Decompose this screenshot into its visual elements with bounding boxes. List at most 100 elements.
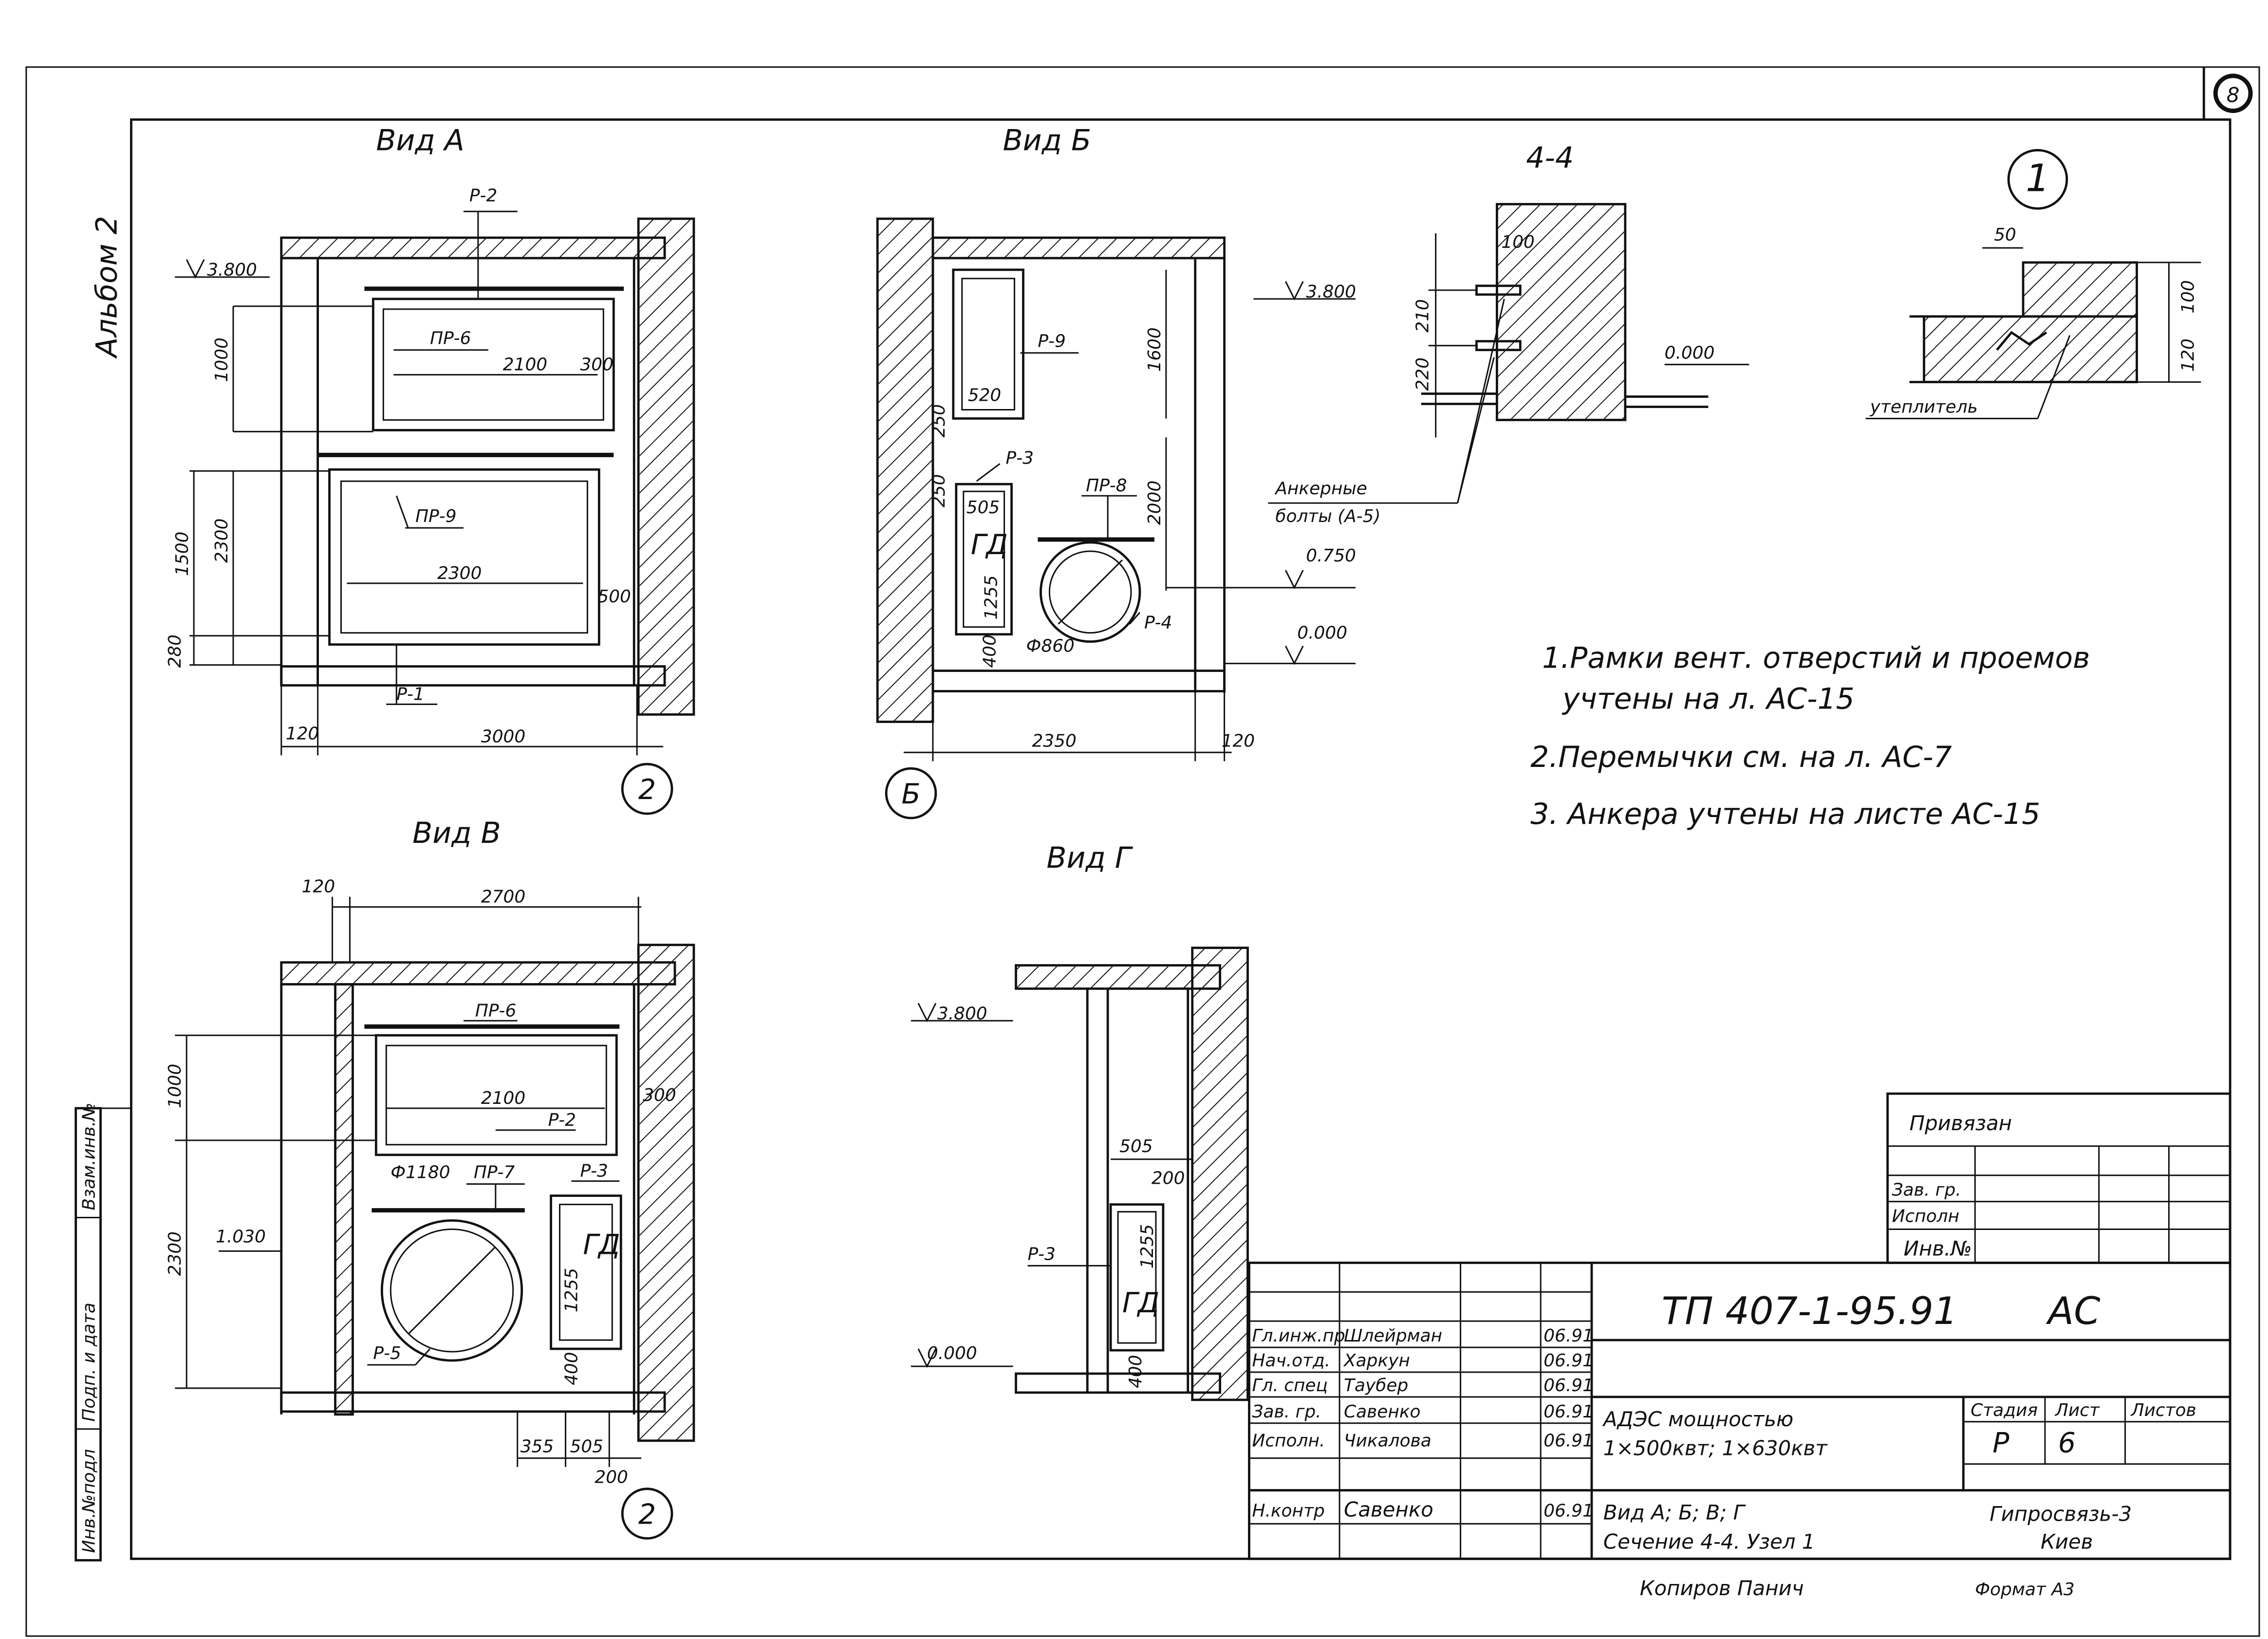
label-r3: Р-3 [580,1161,608,1181]
axis-label: 2 [638,774,656,806]
frame-r2 [382,308,604,421]
elevation-mark [917,1003,937,1023]
label-pr6: ПР-6 [475,1001,516,1021]
dim-2300-v: 2300 [212,519,232,563]
dim-220: 220 [1413,357,1433,391]
tb-name: Савенко [1344,1402,1420,1422]
dim-200: 200 [1152,1169,1185,1189]
dim-2350: 2350 [1032,731,1076,751]
tb-date: 06.91 [1543,1351,1594,1371]
dim-1255: 1255 [561,1268,581,1312]
inner-frame [130,118,2231,1560]
tb-date: 06.91 [1543,1402,1594,1422]
floor-band [1015,1372,1222,1394]
floor-band [280,1391,666,1413]
tb-name: Чикалова [1344,1431,1431,1451]
dim-120: 120 [286,724,319,744]
dim-2300: 2300 [165,1231,185,1276]
frame-r3 [559,1204,613,1341]
insulation-label: утеплитель [1870,397,1978,417]
dim-1255: 1255 [982,575,1002,619]
opening-gd [955,483,1013,636]
side-stamp-text: Инв.№подл [79,1449,99,1553]
dim-300: 300 [643,1085,676,1105]
dim-2100: 2100 [481,1088,525,1108]
dim-505: 505 [1119,1136,1153,1156]
dim-400: 400 [561,1352,581,1385]
title-block-frame [1248,1261,2231,1560]
tb-org: Киев [2041,1529,2093,1553]
node-insulation [2022,261,2138,318]
elevation-mark [1284,570,1304,590]
side-wall [1191,947,1249,1401]
tb-role: Гл. спец [1252,1376,1328,1396]
side-stamp-text: Подп. и дата [79,1303,99,1422]
dim-520: 520 [968,386,1002,406]
tb-role: Гл.инж.пр [1252,1326,1345,1346]
dim-1000: 1000 [212,337,232,382]
label-r2: Р-2 [548,1110,576,1130]
tb-object: 1×500квт; 1×630квт [1603,1436,1828,1460]
dim-100: 100 [2178,280,2198,314]
axis-bubble [621,1488,673,1540]
view-b: Вид Б Р-9 520 1600 250 Р-3 505 ГД 1255 2… [876,123,1356,820]
tb-name: Харкун [1343,1351,1410,1371]
section-title: 4-4 [1526,141,1574,175]
dim-200: 200 [595,1468,628,1488]
node-slab [1923,315,2138,383]
opening-r9 [952,268,1024,420]
tb-role: Н.контр [1252,1501,1324,1521]
section-wall [1496,203,1627,421]
tb-role: Исполн. [1252,1431,1325,1451]
insulation-mark [1996,331,2047,351]
dim-400: 400 [980,634,1000,668]
tb-date: 06.91 [1543,1376,1594,1396]
elevation-0000: 0.000 [1665,343,1715,363]
leader [395,495,409,528]
elevation-3800: 3.800 [937,1004,987,1024]
side-stamp [74,1107,102,1562]
roof-slab [931,236,1226,260]
inner-wall [334,983,354,1416]
dim-120: 120 [2178,338,2198,372]
tb-sheet-header: Лист [2054,1400,2100,1420]
elevation-mark [1284,281,1304,301]
side-wall [637,944,695,1442]
opening-pr6 [374,1034,618,1156]
outer-border [25,66,2260,1637]
dim-300: 300 [580,355,613,375]
dim-500: 500 [597,587,631,607]
tb-object: АДЭС мощностью [1602,1407,1793,1431]
footer-format: Формат А3 [1975,1580,2074,1600]
label-gd: ГД [1122,1287,1159,1319]
dim-3000: 3000 [481,726,525,746]
tb-org: Гипросвязь-3 [1989,1502,2132,1526]
roof-slab [280,961,676,986]
label-r1: Р-1 [396,684,424,704]
elevation-3800: 3.800 [1306,282,1356,302]
dim-250: 250 [929,404,949,438]
label-pr9: ПР-9 [415,506,456,526]
axis-bubble [621,763,673,815]
leader [976,463,1001,482]
dim-400: 400 [1126,1355,1146,1388]
note-line: 3. Анкера учтены на листе АС-15 [1530,797,2040,831]
anchors-label: Анкерные [1274,479,1367,499]
tb-date: 06.91 [1543,1431,1594,1451]
tb-mark: АС [2045,1289,2101,1333]
anchor-leader [1457,298,1505,503]
privyazan-row: Зав. гр. [1892,1180,1961,1200]
privyazan-row: Исполн [1892,1207,1959,1227]
dim-505: 505 [570,1437,603,1457]
elevation-3800: 3.800 [207,260,257,280]
tb-sheets-header: Листов [2130,1400,2196,1420]
dim-355: 355 [521,1437,554,1457]
view-a: Вид А Р-2 ПР-6 2100 300 ПР-9 2300 500 Р-… [165,123,695,815]
dim-100: 100 [1501,232,1535,252]
label-pr6: ПР-6 [430,329,471,349]
dim-1000: 1000 [165,1064,185,1108]
anchors-label: болты (А-5) [1275,506,1380,526]
tb-name: Шлейрман [1344,1326,1442,1346]
note-line: 2.Перемычки см. на л. АС-7 [1530,740,1952,774]
